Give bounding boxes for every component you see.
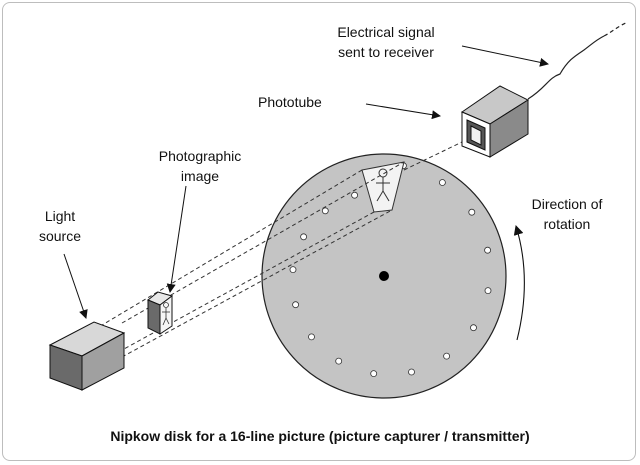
disk-figure-icon [376,168,390,202]
phototube-label: Phototube [258,94,322,110]
diagram-frame [2,2,636,461]
rotation-arrow [513,224,525,341]
photographic-image-label-line2: image [180,168,220,184]
disk-hole [351,191,359,199]
plate-figure-icon [162,302,170,326]
signal-wire [527,35,605,100]
photographic-image-label-line1: Photographic [158,148,242,164]
disk-hole [484,246,492,254]
disk-holes [289,162,492,378]
disk-hole [484,287,492,295]
disk-hole [370,370,378,378]
disk-hole [321,207,329,215]
disk-hole [468,208,476,216]
disk-hole [408,368,415,376]
disk-hole [335,357,343,365]
disk-hole [470,324,477,332]
disk-hole [438,179,446,186]
light-source-label-line2: source [38,228,82,244]
disk-center-hub [379,271,389,281]
signal-label-line2: sent to receiver [338,44,434,60]
disk-hole [292,301,300,309]
rotation-label-line2: rotation [543,216,591,232]
figure-caption: Nipkow disk for a 16-line picture (pictu… [110,428,530,444]
signal-label-line1: Electrical signal [337,24,435,40]
disk-hole [300,233,308,241]
light-source-box [48,321,126,391]
disk-hole [443,352,451,360]
disk-hole [289,266,297,274]
photographic-image-plate [147,291,174,335]
phototube-box [460,85,530,158]
disk-hole [308,333,315,341]
light-source-label-line1: Light [44,208,76,224]
label-arrows [63,45,549,319]
signal-wire-dashed [603,21,629,37]
rotation-label-line1: Direction of [531,196,603,212]
light-beams [81,141,463,373]
